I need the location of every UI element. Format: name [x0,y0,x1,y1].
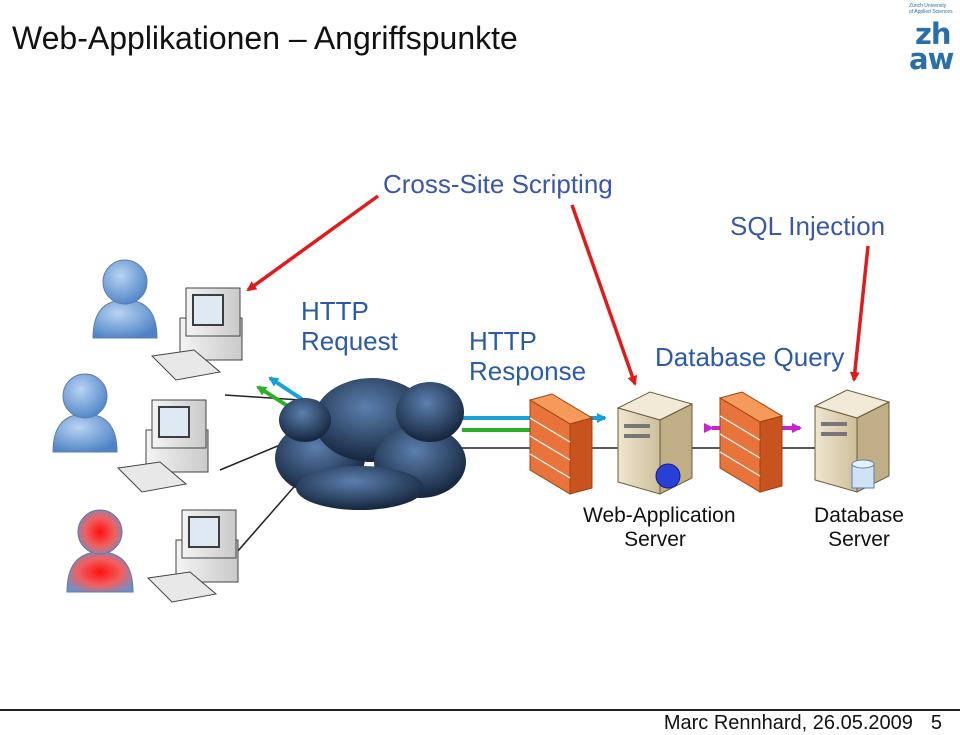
footer-divider [0,709,960,711]
http-response-label-line-1: HTTP [469,326,537,356]
internet-cloud-icon [275,378,466,510]
sql-injection-label: SQL Injection [730,211,886,241]
page-number: 5 [930,712,942,734]
zhaw-logo: Zürich University of Applied Sciences zh… [905,2,960,74]
logo-mark-bottom: aw [909,42,954,76]
database-server-label: Database Server [808,504,910,552]
logo-line-2: of Applied Sciences [909,9,953,15]
web-server-icon [616,391,694,495]
http-request-label-line-1: HTTP [301,296,369,326]
database-server-icon [813,389,891,493]
user-icon [92,259,158,339]
logo-mark-top: zh [915,17,952,51]
http-response-label-line-2: Response [469,356,587,386]
logo-line-1: Zürich University [909,3,947,9]
firewall-icon [528,393,594,495]
webapp-server-label-line-1: Web-Application [583,504,736,527]
computer-icon [146,509,239,603]
database-server-label-line-2: Server [828,528,890,551]
author-date: Marc Rennhard, 26.05.2009 [663,712,913,734]
webapp-server-label: Web-Application Server [583,504,736,552]
user-icon [52,373,118,453]
database-server-label-line-1: Database [814,504,904,527]
slide-title: Web-Applikationen – Angriffspunkte [12,20,518,56]
computer-icon [150,287,243,381]
webapp-server-label-line-2: Server [624,528,686,551]
http-request-label-line-2: Request [301,326,398,356]
computer-icon [116,399,209,493]
attacker-icon [66,509,134,593]
slide-footer: Marc Rennhard, 26.05.2009 5 [646,712,942,735]
cross-site-scripting-label: Cross-Site Scripting [383,169,613,199]
attack-arrows [246,194,870,386]
firewall-icon [718,391,784,493]
database-query-label: Database Query [655,342,845,372]
